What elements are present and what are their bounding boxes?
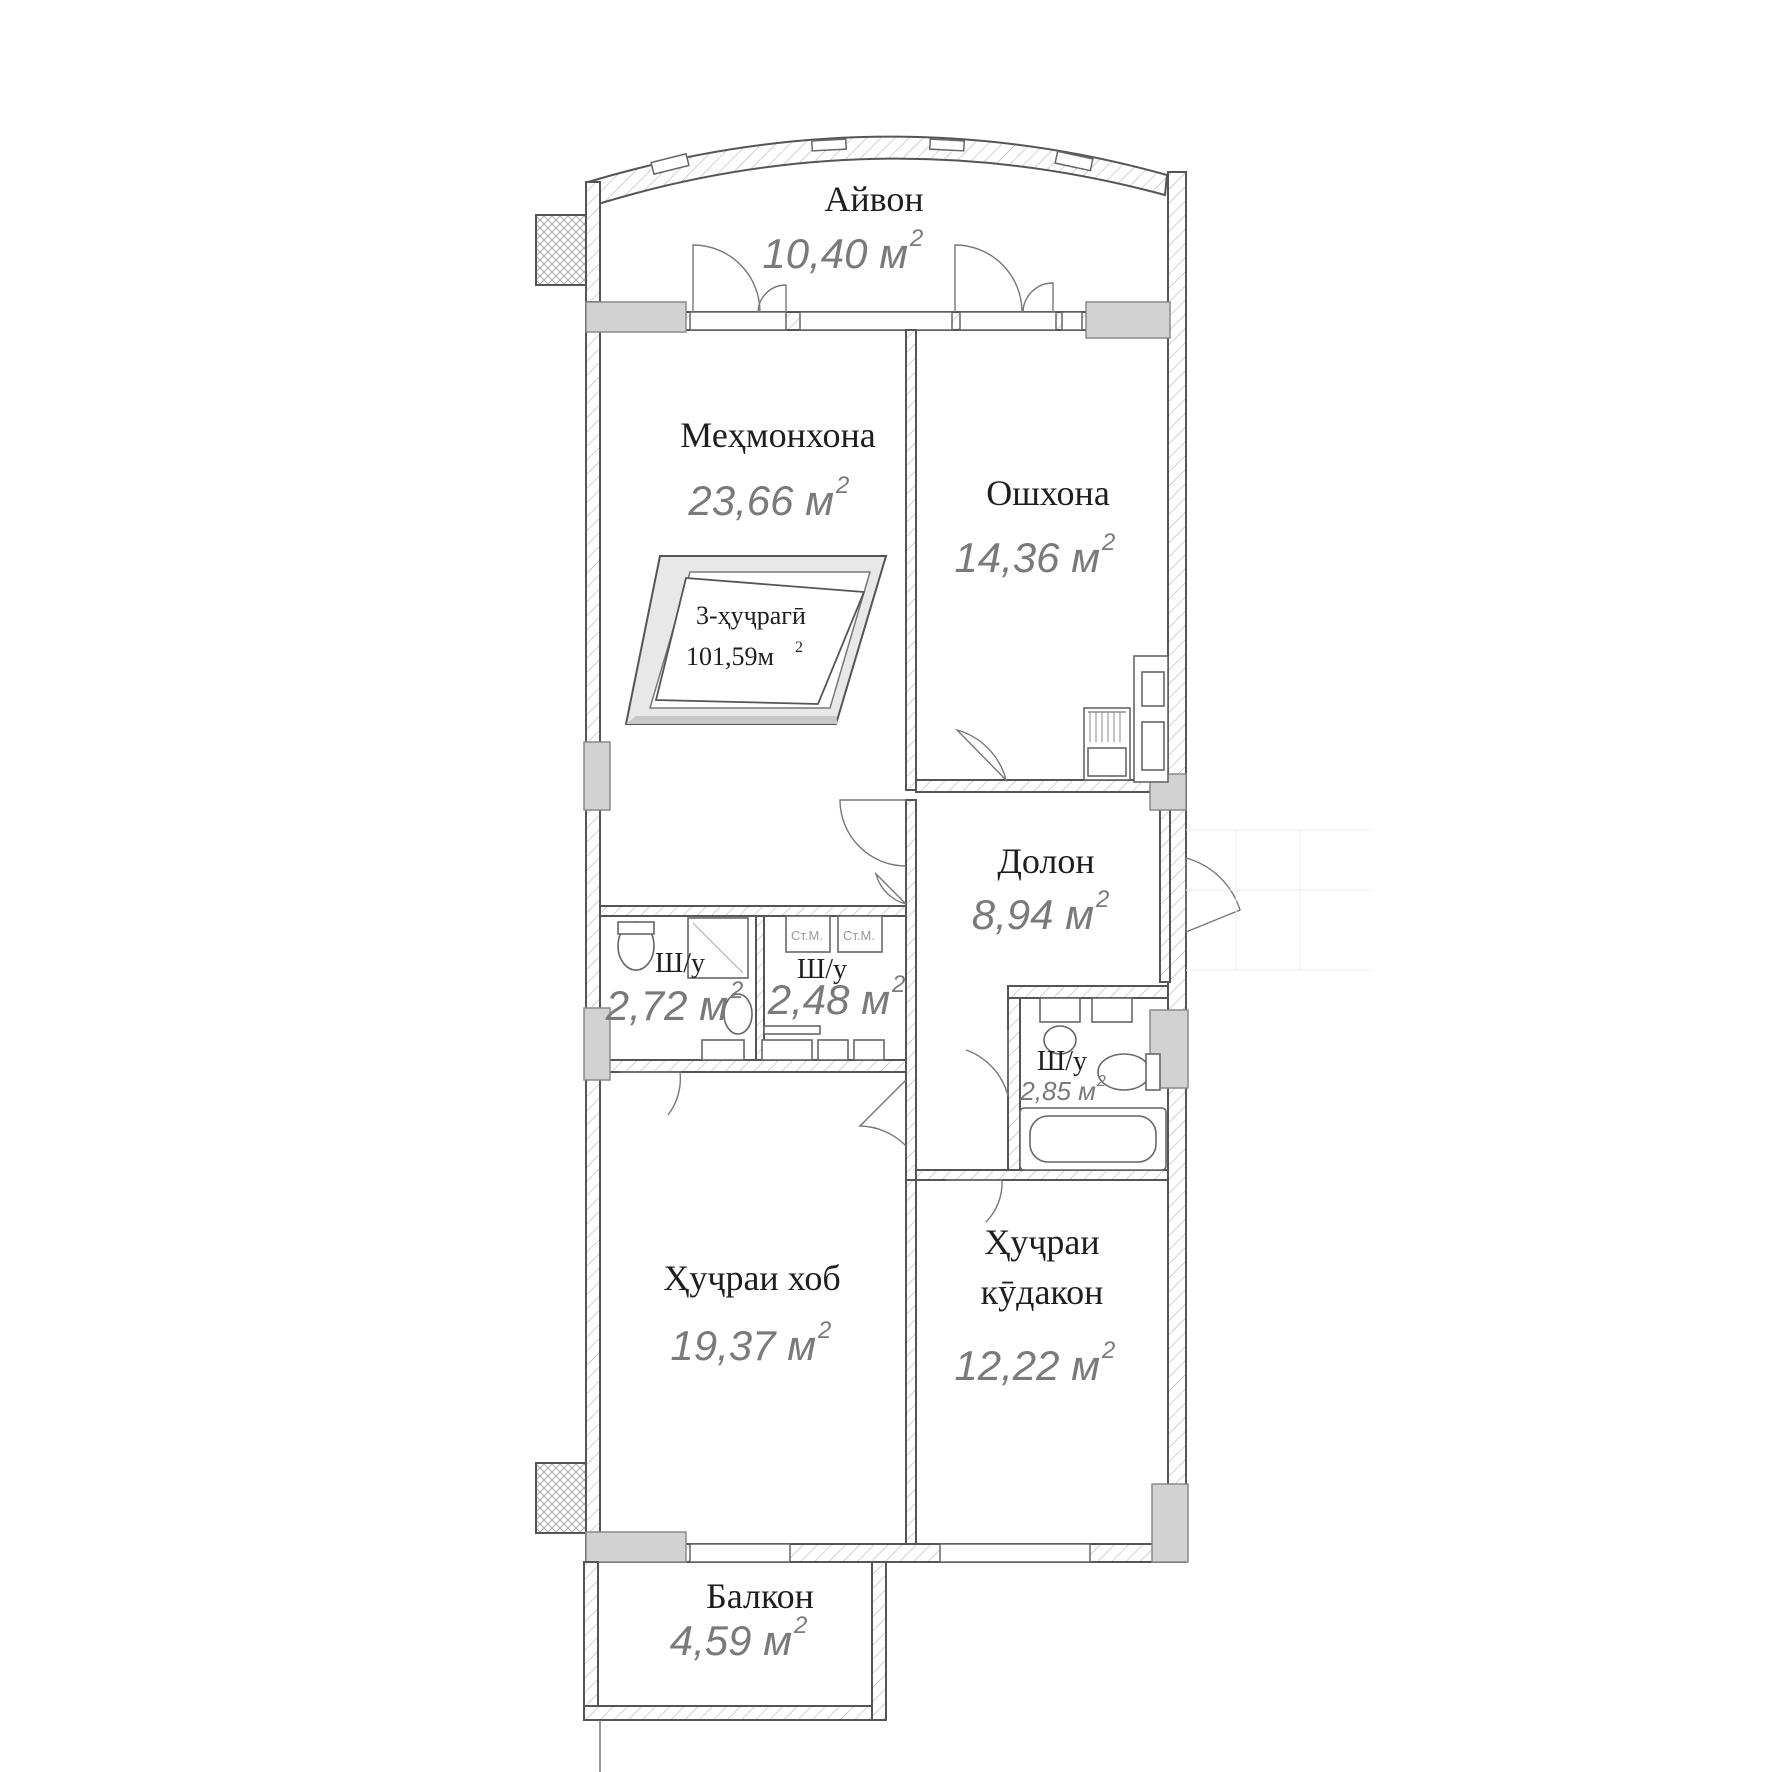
khob-name: Ҳуҷраи хоб xyxy=(663,1258,840,1298)
dolon-name: Долон xyxy=(997,841,1094,881)
wc1-door xyxy=(620,1071,682,1116)
kudakon-name-1: Ҳуҷраи xyxy=(984,1222,1099,1262)
wc2-door xyxy=(858,1079,907,1147)
dolon-sup: 2 xyxy=(1095,886,1109,913)
wc3-fixtures xyxy=(1019,997,1167,1171)
mehmonkhona-area: 23,66 м xyxy=(687,477,834,524)
wc1-fixtures xyxy=(617,917,753,1035)
wc3-sup: 2 xyxy=(1096,1073,1106,1090)
vent-box-top xyxy=(535,214,587,286)
mehmonkhona-name: Меҳмонхона xyxy=(680,415,875,455)
washer-label-1: Ст.М. xyxy=(791,928,823,943)
logo-sup: 2 xyxy=(795,639,803,656)
mehmonkhona-sup: 2 xyxy=(835,472,849,499)
ayvon-name: Айвон xyxy=(824,179,923,219)
vent-boxes xyxy=(535,214,587,1534)
bottom-windows xyxy=(689,1543,1091,1563)
vent-box-bottom xyxy=(535,1462,587,1534)
wc1-sup: 2 xyxy=(729,977,743,1004)
wc2-name: Ш/у xyxy=(797,954,847,985)
kudakon-name-2: кӯдакон xyxy=(981,1272,1104,1312)
living-door xyxy=(839,799,907,867)
kitchen-door xyxy=(954,728,1008,783)
khob-area: 19,37 м xyxy=(670,1322,816,1369)
room-labels: Айвон 10,40 м 2 Меҳмонхона 23,66 м 2 Ошх… xyxy=(605,179,1116,1664)
wc2-sup: 2 xyxy=(891,971,905,998)
ayvon-arc-wall xyxy=(586,135,1169,206)
wc1-area: 2,72 м xyxy=(605,982,728,1029)
apartment-logo: 3-ҳуҷрагӣ 101,59м 2 xyxy=(624,555,888,725)
wc2-area: 2,48 м xyxy=(767,976,890,1023)
logo-line1: 3-ҳуҷрагӣ xyxy=(696,601,806,630)
interior-walls xyxy=(599,329,1171,1545)
oshkhona-name: Ошхона xyxy=(986,473,1110,513)
ayvon-area: 10,40 м xyxy=(762,230,908,277)
washer-label-2: Ст.М. xyxy=(843,928,875,943)
balkon-area: 4,59 м xyxy=(670,1617,792,1664)
ayvon-sup: 2 xyxy=(909,225,923,252)
khob-sup: 2 xyxy=(817,1317,831,1344)
wc2-fixtures: Ст.М. Ст.М. xyxy=(763,915,883,1035)
washer-2 xyxy=(837,915,883,953)
kudakon-door xyxy=(946,1179,1003,1223)
balcony-walls xyxy=(583,1561,887,1721)
left-wall xyxy=(585,301,601,1563)
wc1-name: Ш/у xyxy=(655,948,705,979)
balkon-name: Балкон xyxy=(706,1576,814,1616)
oshkhona-area: 14,36 м xyxy=(954,534,1100,581)
wc3-door xyxy=(965,1030,1009,1097)
living-door-2 xyxy=(874,871,907,905)
kitchen-fixtures xyxy=(1083,655,1169,783)
pillars xyxy=(583,741,1189,1563)
entry-door xyxy=(1185,857,1241,934)
washer-1 xyxy=(785,915,831,953)
ayvon-wall-openings xyxy=(585,301,1171,339)
logo-line2: 101,59м xyxy=(686,642,774,671)
wc3-area: 2,85 м xyxy=(1019,1076,1096,1106)
ayvon-windows xyxy=(650,138,1094,176)
wc-vent-strip xyxy=(701,1039,885,1061)
ghost-lines xyxy=(1186,829,1372,971)
ayvon-doors xyxy=(692,244,1054,313)
left-wall-ayvon xyxy=(585,181,601,303)
kudakon-area: 12,22 м xyxy=(954,1342,1100,1389)
balkon-sup: 2 xyxy=(793,1612,807,1639)
oshkhona-sup: 2 xyxy=(1101,529,1115,556)
kudakon-sup: 2 xyxy=(1101,1337,1115,1364)
dolon-area: 8,94 м xyxy=(972,891,1094,938)
wc3-name: Ш/у xyxy=(1037,1046,1087,1077)
